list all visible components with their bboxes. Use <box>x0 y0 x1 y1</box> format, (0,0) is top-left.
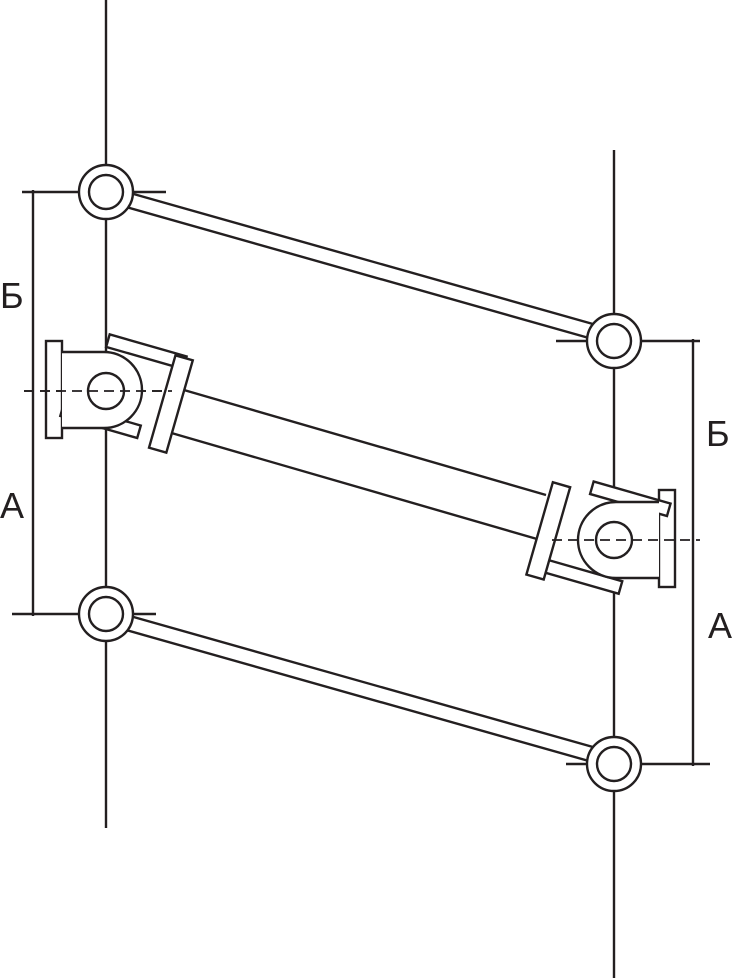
left-flange <box>44 339 64 440</box>
pivot-joint-lower-right <box>585 735 643 793</box>
label-right-a: А <box>708 605 732 646</box>
pivot-joint-lower-left <box>77 585 135 643</box>
right-universal-joint <box>524 480 700 596</box>
left-universal-joint <box>24 332 195 455</box>
upper-link-rod <box>125 191 601 342</box>
label-right-b: Б <box>706 413 730 454</box>
lower-link-rod <box>125 614 601 765</box>
cardan-shaft-tube <box>167 386 547 541</box>
pivot-joint-upper-left <box>77 163 135 221</box>
label-left-b: Б <box>0 275 24 316</box>
label-left-a: А <box>0 485 24 526</box>
pivot-joint-upper-right <box>585 312 643 370</box>
